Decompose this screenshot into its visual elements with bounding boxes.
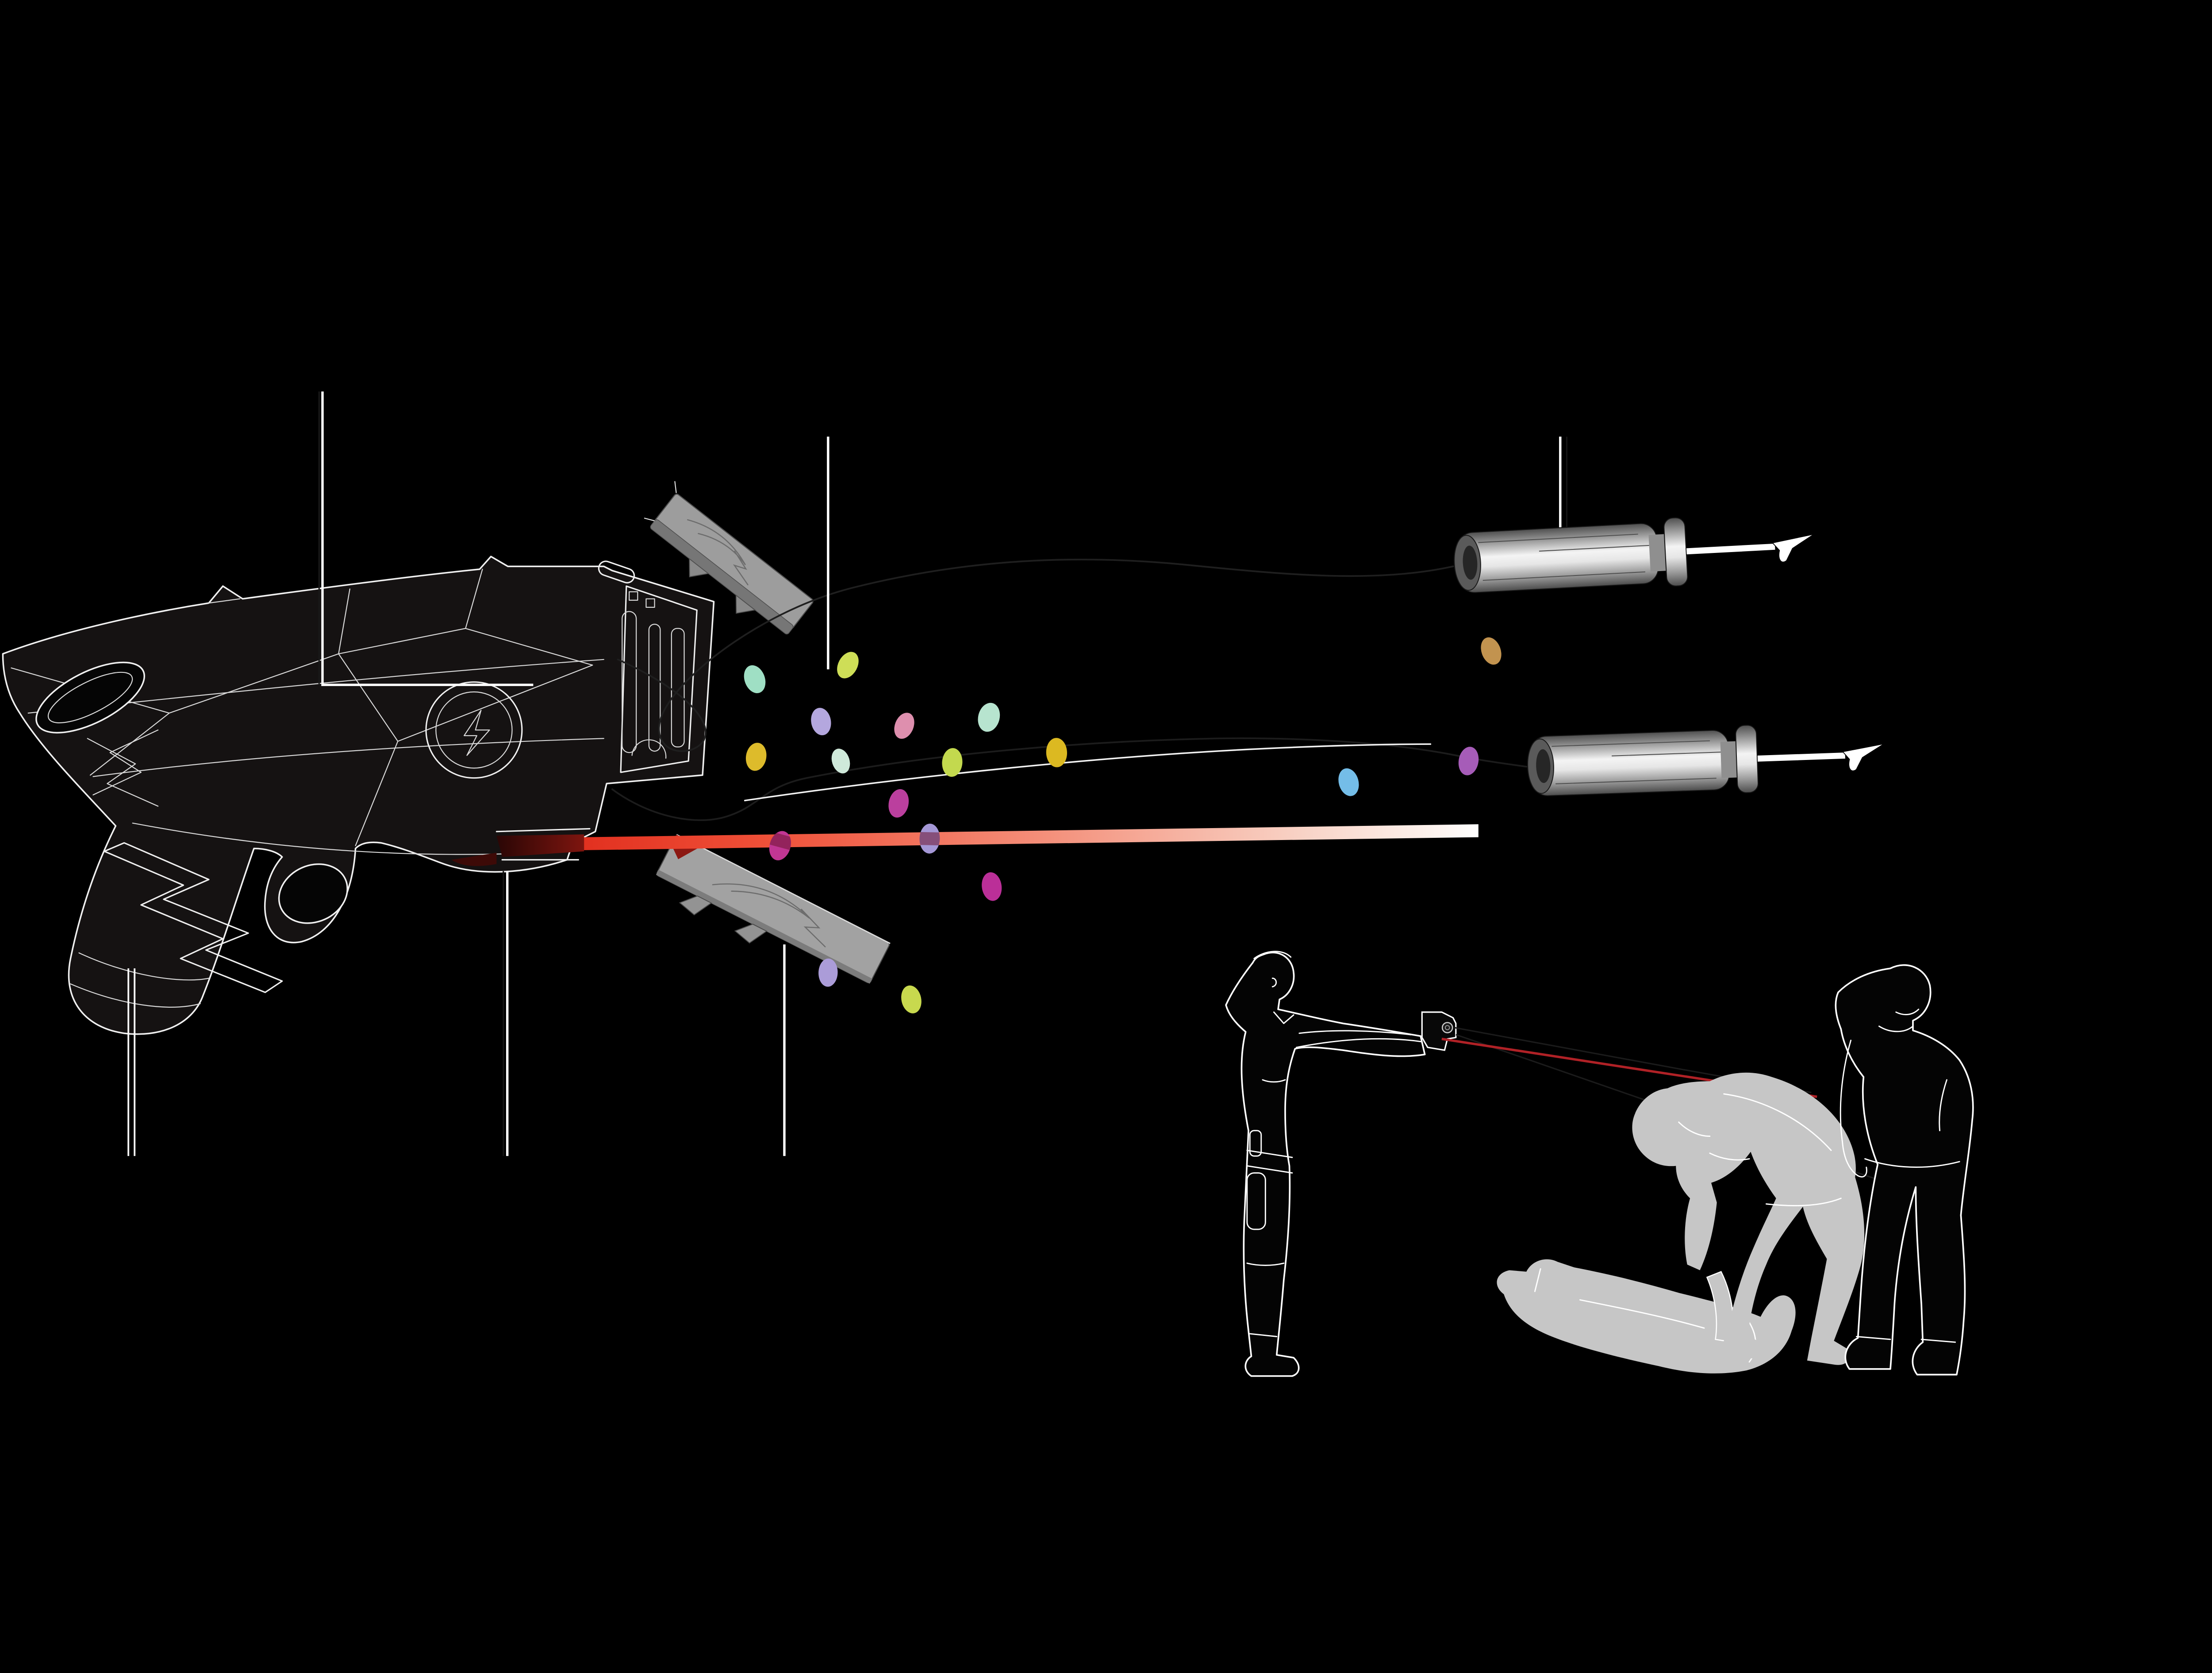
afid-tag-dot (982, 872, 1002, 901)
afid-tag-dot (831, 748, 850, 774)
taser-body-silhouette (2, 556, 715, 1035)
afid-tag-dot (888, 789, 909, 818)
afid-tag-dot (818, 958, 838, 987)
afid-tag-dot (1046, 738, 1068, 767)
handheld-taser-body (1421, 1011, 1457, 1051)
bystander-silhouette (1835, 964, 1974, 1376)
afid-tag-dot (942, 748, 963, 777)
door-edge (656, 870, 872, 984)
laser-module-recess (496, 834, 584, 857)
baton-holster (1246, 1172, 1266, 1230)
body-facet-lines (11, 568, 604, 855)
probe-wire-highlight (744, 743, 1432, 802)
afid-confetti (744, 637, 1502, 1013)
door-foot (689, 558, 710, 578)
baton-handle (1249, 1130, 1262, 1157)
afid-tag-dot (811, 708, 831, 736)
handheld-taser-bore-inner (1444, 1025, 1450, 1030)
officer-silhouette (1225, 952, 1426, 1377)
probe-wires (611, 558, 1528, 821)
laser-module-glow (451, 852, 497, 866)
door-top-highlight (676, 834, 891, 944)
probe-wire-upper (617, 558, 1454, 752)
subject-fallen-figure (1497, 1259, 1796, 1374)
cartridge (598, 560, 698, 773)
afid-tag-dot (745, 743, 767, 771)
bent-silhouette (1632, 1072, 1865, 1365)
afid-tag-dot (1338, 768, 1359, 796)
door-engraving (687, 519, 749, 586)
officer-taser (1421, 1011, 1457, 1051)
afid-tag-dot (1458, 747, 1479, 775)
laser-beam-layer (584, 824, 1479, 850)
probe-wire-lower (611, 737, 1528, 821)
muzzle-step-lines (495, 828, 591, 861)
rear-handle-loop-inner (47, 672, 133, 724)
afid-tag-dot (894, 713, 914, 739)
afid-tag-dot (837, 652, 859, 679)
bystander-details (1839, 1009, 1960, 1343)
officer-details (1246, 951, 1423, 1337)
afid-tag-dot (978, 702, 1000, 732)
afid-tag-dot (744, 665, 766, 694)
bystander-standing-figure (1835, 964, 1974, 1376)
afid-tag-dot (901, 985, 922, 1013)
rear-handle-loop (35, 661, 145, 734)
side-emblem (425, 681, 523, 779)
door-edge (650, 519, 794, 635)
taser-weapon-illustration (2, 556, 715, 1035)
door-engraving (712, 883, 826, 948)
door-foot (735, 594, 756, 614)
trigger-guard (278, 863, 348, 924)
bent-details (1678, 1093, 1842, 1206)
laser-module-callout (503, 871, 509, 1156)
cartridge-callout-line (321, 391, 534, 686)
officer-figure (1225, 951, 1457, 1377)
door-foot (734, 924, 768, 944)
door-hinge-tear (644, 481, 677, 522)
cartridge-blast-door-lower (656, 834, 891, 984)
cartridge-callout (318, 391, 534, 686)
fallen-silhouette (1497, 1259, 1796, 1374)
door-foot (679, 895, 712, 916)
deployment-scene (1225, 951, 1974, 1377)
handheld-taser-bore (1441, 1022, 1453, 1033)
grip-seams (70, 729, 210, 1008)
subject-bent-figure (1632, 1072, 1865, 1365)
cartridge-blast-door-upper (644, 481, 814, 635)
afid-tag-dot (1481, 637, 1502, 665)
grip-battery-callout (127, 968, 136, 1156)
grip-lightning-bolt (104, 842, 283, 993)
laser-beam (584, 824, 1479, 850)
